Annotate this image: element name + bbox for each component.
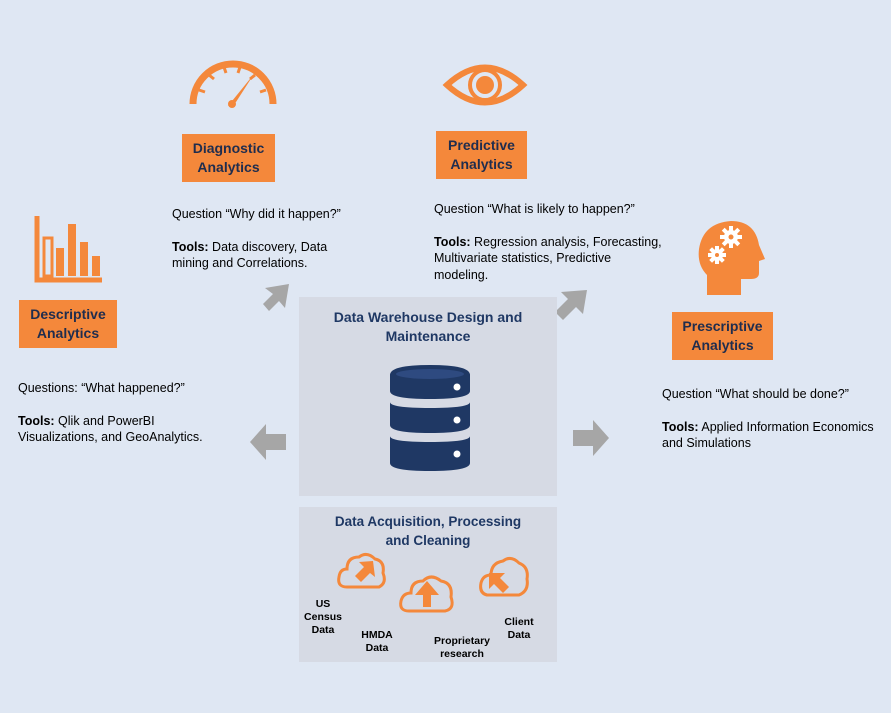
diagnostic-description: Question “Why did it happen?” Tools: Dat… <box>172 207 341 270</box>
cloud-upload-icon <box>479 556 529 597</box>
predictive-analytics-label: Predictive Analytics <box>436 131 527 179</box>
source-proprietary: Proprietary research <box>433 635 491 660</box>
diagnostic-question: Question “Why did it happen?” <box>172 207 341 221</box>
prescriptive-analytics-label: Prescriptive Analytics <box>672 312 773 360</box>
arrow-to-prescriptive <box>573 420 609 456</box>
data-warehouse-panel: Data Warehouse Design and Maintenance <box>299 297 557 496</box>
descriptive-question: Questions: “What happened?” <box>18 381 185 395</box>
arrow-to-descriptive <box>250 424 286 460</box>
arrow-to-diagnostic <box>263 284 289 311</box>
prescriptive-description: Question “What should be done?” Tools: A… <box>662 387 874 450</box>
source-client: Client Data <box>504 616 534 641</box>
data-warehouse-title: Data Warehouse Design and Maintenance <box>333 309 523 344</box>
bar-chart-icon <box>34 216 102 283</box>
descriptive-analytics-label: Descriptive Analytics <box>19 300 117 348</box>
head-gears-icon <box>698 221 765 295</box>
cloud-upload-icon <box>337 552 386 589</box>
predictive-tools: Tools: Regression analysis, Forecasting, <box>434 234 662 249</box>
prescriptive-tools: Tools: Applied Information Economics <box>662 419 874 434</box>
descriptive-description: Questions: “What happened?” Tools: Qlik … <box>18 381 203 444</box>
eye-icon <box>442 64 528 106</box>
descriptive-tools: Tools: Qlik and PowerBI <box>18 413 155 428</box>
cloud-upload-icon <box>399 575 454 613</box>
database-icon <box>390 365 470 471</box>
arrow-to-predictive <box>555 290 587 320</box>
data-acquisition-title: Data Acquisition, Processing and Cleanin… <box>334 514 522 548</box>
speedometer-icon <box>189 60 277 108</box>
predictive-description: Question “What is likely to happen?” Too… <box>434 202 662 282</box>
predictive-question: Question “What is likely to happen?” <box>434 202 635 216</box>
source-us-census: US Census Data <box>304 598 342 636</box>
diagnostic-analytics-label: Diagnostic Analytics <box>182 134 275 182</box>
data-acquisition-panel: Data Acquisition, Processing and Cleanin… <box>299 507 557 662</box>
source-hmda: HMDA Data <box>361 629 393 654</box>
prescriptive-question: Question “What should be done?” <box>662 387 849 401</box>
diagnostic-tools: Tools: Data discovery, Data <box>172 239 328 254</box>
